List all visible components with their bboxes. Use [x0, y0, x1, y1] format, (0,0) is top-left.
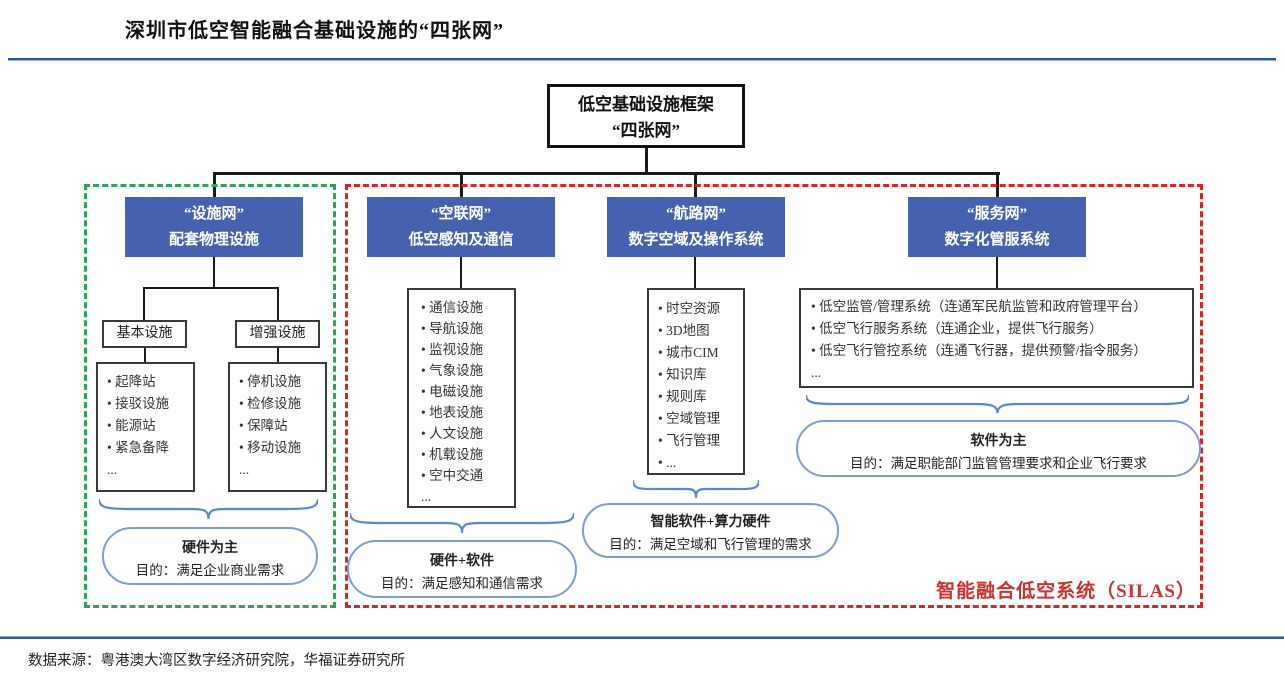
- connector-basic-list: [144, 348, 146, 362]
- network-box-service: “服务网” 数字化管服系统: [908, 197, 1086, 257]
- root-node-line2: “四张网”: [612, 121, 680, 141]
- list-item: 城市CIM: [658, 342, 743, 364]
- connector-air-down: [460, 257, 462, 288]
- connector-facility-split: [144, 287, 279, 289]
- summary-headline: 硬件+软件: [430, 554, 494, 569]
- list-item: 监视设施: [421, 339, 514, 360]
- page-title: 深圳市低空智能融合基础设施的“四张网”: [125, 20, 504, 42]
- list-item: 停机设施: [239, 371, 325, 393]
- list-ellipsis: ...: [239, 462, 250, 477]
- connector-basic-drop: [143, 287, 145, 320]
- summary-air: 硬件+软件 目的：满足感知和通信需求: [347, 540, 577, 598]
- network-box-facility: “设施网” 配套物理设施: [125, 197, 303, 257]
- network-box-route: “航路网” 数字空域及操作系统: [607, 197, 785, 257]
- list-ellipsis: ...: [811, 365, 822, 380]
- brace-route: [633, 479, 759, 499]
- list-ellipsis: ...: [421, 489, 432, 504]
- brace-air: [350, 512, 574, 534]
- connector-horizontal-main: [213, 172, 1000, 175]
- group-label-enhanced: 增强设施: [235, 320, 320, 348]
- network-title: “设施网”: [183, 206, 244, 222]
- list-item: 导航设施: [421, 318, 514, 339]
- list-item: 空中交通: [421, 465, 514, 486]
- network-subtitle: 低空感知及通信: [408, 231, 514, 248]
- footer-divider-line: [0, 636, 1284, 639]
- network-title: “空联网”: [430, 206, 491, 222]
- list-item: 低空飞行管控系统（连通飞行器，提供预警/指令服务）: [811, 340, 1192, 362]
- summary-headline: 硬件为主: [182, 541, 238, 556]
- list-enhanced-facilities: 停机设施 检修设施 保障站 移动设施 ...: [228, 362, 327, 492]
- connector-service-down: [996, 257, 998, 288]
- brace-facility: [99, 498, 318, 520]
- list-item: 时空资源: [658, 298, 743, 320]
- root-node-framework: 低空基础设施框架 “四张网”: [547, 84, 745, 148]
- list-item: 电磁设施: [421, 381, 514, 402]
- network-title: “服务网”: [966, 206, 1027, 222]
- list-item: 3D地图: [658, 320, 743, 342]
- root-node-line1: 低空基础设施框架: [578, 95, 714, 114]
- list-item: 起降站: [107, 371, 193, 393]
- group-label-basic: 基本设施: [102, 320, 187, 348]
- list-item: 飞行管理: [658, 430, 743, 452]
- list-item: 保障站: [239, 415, 325, 437]
- connector-root-vertical: [645, 148, 648, 172]
- list-item: 气象设施: [421, 360, 514, 381]
- list-item: 地表设施: [421, 402, 514, 423]
- list-item: 接驳设施: [107, 393, 193, 415]
- summary-purpose: 目的：满足职能部门监管管理要求和企业飞行要求: [850, 456, 1147, 471]
- list-item: 移动设施: [239, 437, 325, 459]
- facility-network-dashed-frame: [84, 184, 336, 608]
- silas-dashed-frame: [345, 184, 1203, 608]
- list-item: 能源站: [107, 415, 193, 437]
- network-subtitle: 配套物理设施: [168, 231, 259, 248]
- list-item: 机载设施: [421, 444, 514, 465]
- data-source-note: 数据来源：粤港澳大湾区数字经济研究院，华福证券研究所: [28, 653, 405, 669]
- summary-headline: 智能软件+算力硬件: [650, 515, 771, 530]
- connector-route-down: [694, 257, 696, 288]
- connector-enhanced-list: [277, 348, 279, 362]
- list-item: 低空监管/管理系统（连通军民航监管和政府管理平台）: [811, 296, 1192, 318]
- list-item: 人文设施: [421, 423, 514, 444]
- list-item: 通信设施: [421, 297, 514, 318]
- summary-purpose: 目的：满足空域和飞行管理的需求: [609, 537, 812, 552]
- network-subtitle: 数字空域及操作系统: [628, 231, 764, 248]
- list-item: 紧急备降: [107, 437, 193, 459]
- title-divider-line: [8, 58, 1276, 61]
- network-title: “航路网”: [665, 206, 726, 222]
- summary-facility: 硬件为主 目的：满足企业商业需求: [102, 527, 318, 585]
- connector-facility-down: [213, 257, 215, 287]
- summary-route: 智能软件+算力硬件 目的：满足空域和飞行管理的需求: [582, 503, 839, 558]
- list-item: 低空飞行服务系统（连通企业，提供飞行服务）: [811, 318, 1192, 340]
- summary-headline: 软件为主: [970, 434, 1027, 449]
- list-route-network: 时空资源 3D地图 城市CIM 知识库 规则库 空域管理 飞行管理 ...: [647, 288, 745, 475]
- network-subtitle: 数字化管服系统: [944, 231, 1050, 248]
- connector-enhanced-drop: [277, 287, 279, 320]
- summary-purpose: 目的：满足企业商业需求: [135, 563, 285, 578]
- list-air-network: 通信设施 导航设施 监视设施 气象设施 电磁设施 地表设施 人文设施 机载设施 …: [407, 288, 516, 508]
- brace-service: [806, 394, 1189, 414]
- summary-service: 软件为主 目的：满足职能部门监管管理要求和企业飞行要求: [796, 420, 1201, 477]
- list-item: 规则库: [658, 386, 743, 408]
- list-ellipsis: ...: [107, 462, 118, 477]
- summary-purpose: 目的：满足感知和通信需求: [381, 576, 543, 591]
- network-box-air: “空联网” 低空感知及通信: [367, 197, 555, 257]
- list-service-network: 低空监管/管理系统（连通军民航监管和政府管理平台） 低空飞行服务系统（连通企业，…: [799, 288, 1194, 388]
- list-item: 检修设施: [239, 393, 325, 415]
- list-ellipsis: ...: [658, 452, 743, 474]
- list-basic-facilities: 起降站 接驳设施 能源站 紧急备降 ...: [96, 362, 195, 492]
- silas-system-label: 智能融合低空系统（SILAS）: [936, 581, 1196, 602]
- list-item: 空域管理: [658, 408, 743, 430]
- list-item: 知识库: [658, 364, 743, 386]
